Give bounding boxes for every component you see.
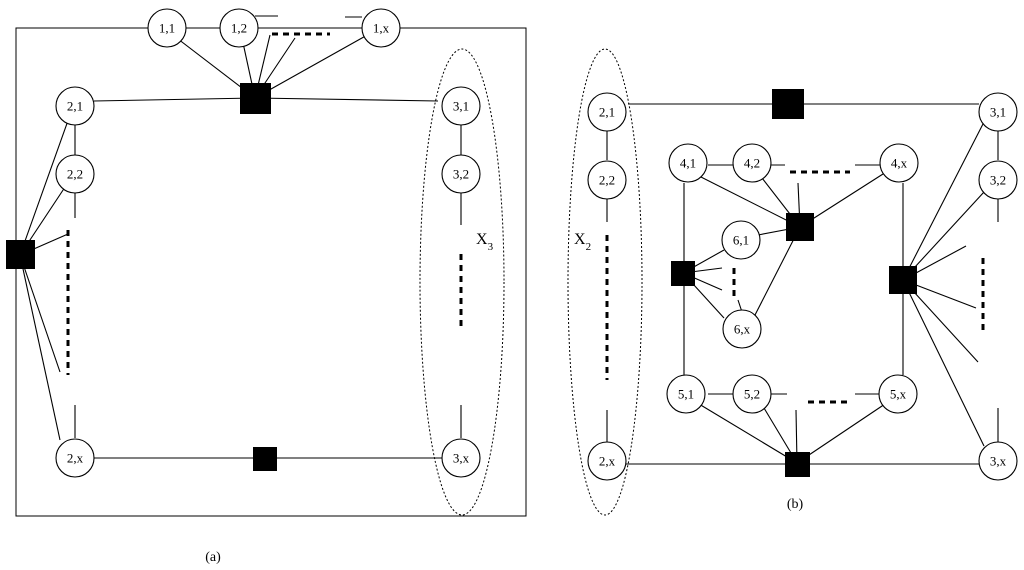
edge: [902, 191, 985, 281]
variable-node: 1,1: [147, 8, 187, 48]
svg-text:3,2: 3,2: [453, 167, 469, 182]
edge: [698, 403, 798, 464]
svg-text:2,x: 2,x: [67, 451, 84, 466]
group-ellipse-x2: [567, 48, 643, 516]
variable-node: 4,2: [732, 143, 772, 183]
factor-node: [253, 447, 277, 471]
group-ellipse-x3: [419, 48, 505, 516]
edge: [902, 121, 985, 281]
group-label-x3: X3: [476, 231, 494, 253]
svg-text:3,2: 3,2: [990, 173, 1006, 188]
variable-node: 4,x: [879, 143, 919, 183]
svg-text:2,2: 2,2: [67, 167, 83, 182]
variable-node: 6,1: [721, 220, 761, 260]
variable-node: 5,1: [666, 374, 706, 414]
svg-text:6,x: 6,x: [734, 322, 751, 337]
factor-node: [6, 240, 35, 269]
variable-node: 3,1: [978, 92, 1018, 132]
svg-text:1,x: 1,x: [373, 21, 390, 36]
edge: [254, 97, 439, 102]
factor-node: [786, 213, 814, 241]
edge: [19, 100, 76, 256]
svg-text:5,2: 5,2: [744, 387, 760, 402]
variable-node: 3,2: [441, 154, 481, 194]
svg-text:5,x: 5,x: [890, 387, 907, 402]
factor-node: [785, 452, 810, 477]
svg-text:6,1: 6,1: [733, 233, 749, 248]
svg-text:2,1: 2,1: [67, 99, 83, 114]
edge: [93, 97, 256, 102]
svg-text:3,1: 3,1: [453, 99, 469, 114]
edge: [19, 254, 61, 441]
svg-text:4,2: 4,2: [744, 156, 760, 171]
variable-node: 4,1: [668, 143, 708, 183]
panel-a-frame: [15, 27, 527, 517]
variable-node: 3,x: [441, 438, 481, 478]
factor-node: [240, 83, 271, 114]
variable-node: 3,2: [978, 160, 1018, 200]
group-label-x2: X2: [574, 231, 591, 253]
edge: [902, 279, 985, 447]
edge: [19, 254, 61, 373]
variable-node: 5,2: [732, 374, 772, 414]
variable-node: 2,1: [587, 92, 627, 132]
variable-node: 1,x: [361, 8, 401, 48]
svg-text:1,2: 1,2: [231, 21, 247, 36]
svg-text:3,x: 3,x: [453, 451, 470, 466]
svg-text:2,1: 2,1: [599, 105, 615, 120]
variable-node: 6,x: [722, 309, 762, 349]
edge: [696, 174, 801, 228]
panel-b: X2 2,1 2,2 2,x 3,1 3,2 3,x: [567, 48, 1018, 516]
edge: [754, 226, 801, 316]
variable-node: 1,2: [219, 8, 259, 48]
edge: [796, 403, 886, 464]
variable-node: 2,2: [587, 160, 627, 200]
svg-text:2,x: 2,x: [599, 454, 616, 469]
panel-a-edges: [19, 15, 462, 459]
variable-node: 2,x: [587, 441, 627, 481]
variable-node: 5,x: [878, 374, 918, 414]
svg-text:3,x: 3,x: [990, 454, 1007, 469]
svg-text:2,2: 2,2: [599, 173, 615, 188]
variable-node: 3,x: [978, 441, 1018, 481]
panel-b-caption: (b): [787, 497, 804, 512]
variable-node: 2,1: [55, 86, 95, 126]
panel-b-edges: [606, 103, 999, 465]
factor-node: [671, 261, 695, 286]
variable-node: 3,1: [441, 86, 481, 126]
factor-node: [772, 89, 804, 119]
edge: [254, 28, 379, 99]
variable-node: 2,x: [55, 438, 95, 478]
panel-a: X3 1,1 1,2 1,x 2,1 2,2 2,x: [6, 8, 527, 565]
svg-text:3,1: 3,1: [990, 105, 1006, 120]
panel-a-caption: (a): [205, 550, 221, 565]
svg-text:4,1: 4,1: [680, 156, 696, 171]
factor-node: [889, 266, 917, 294]
variable-node: 2,2: [55, 154, 95, 194]
svg-text:4,x: 4,x: [891, 156, 908, 171]
svg-text:5,1: 5,1: [678, 387, 694, 402]
svg-text:1,1: 1,1: [159, 21, 175, 36]
